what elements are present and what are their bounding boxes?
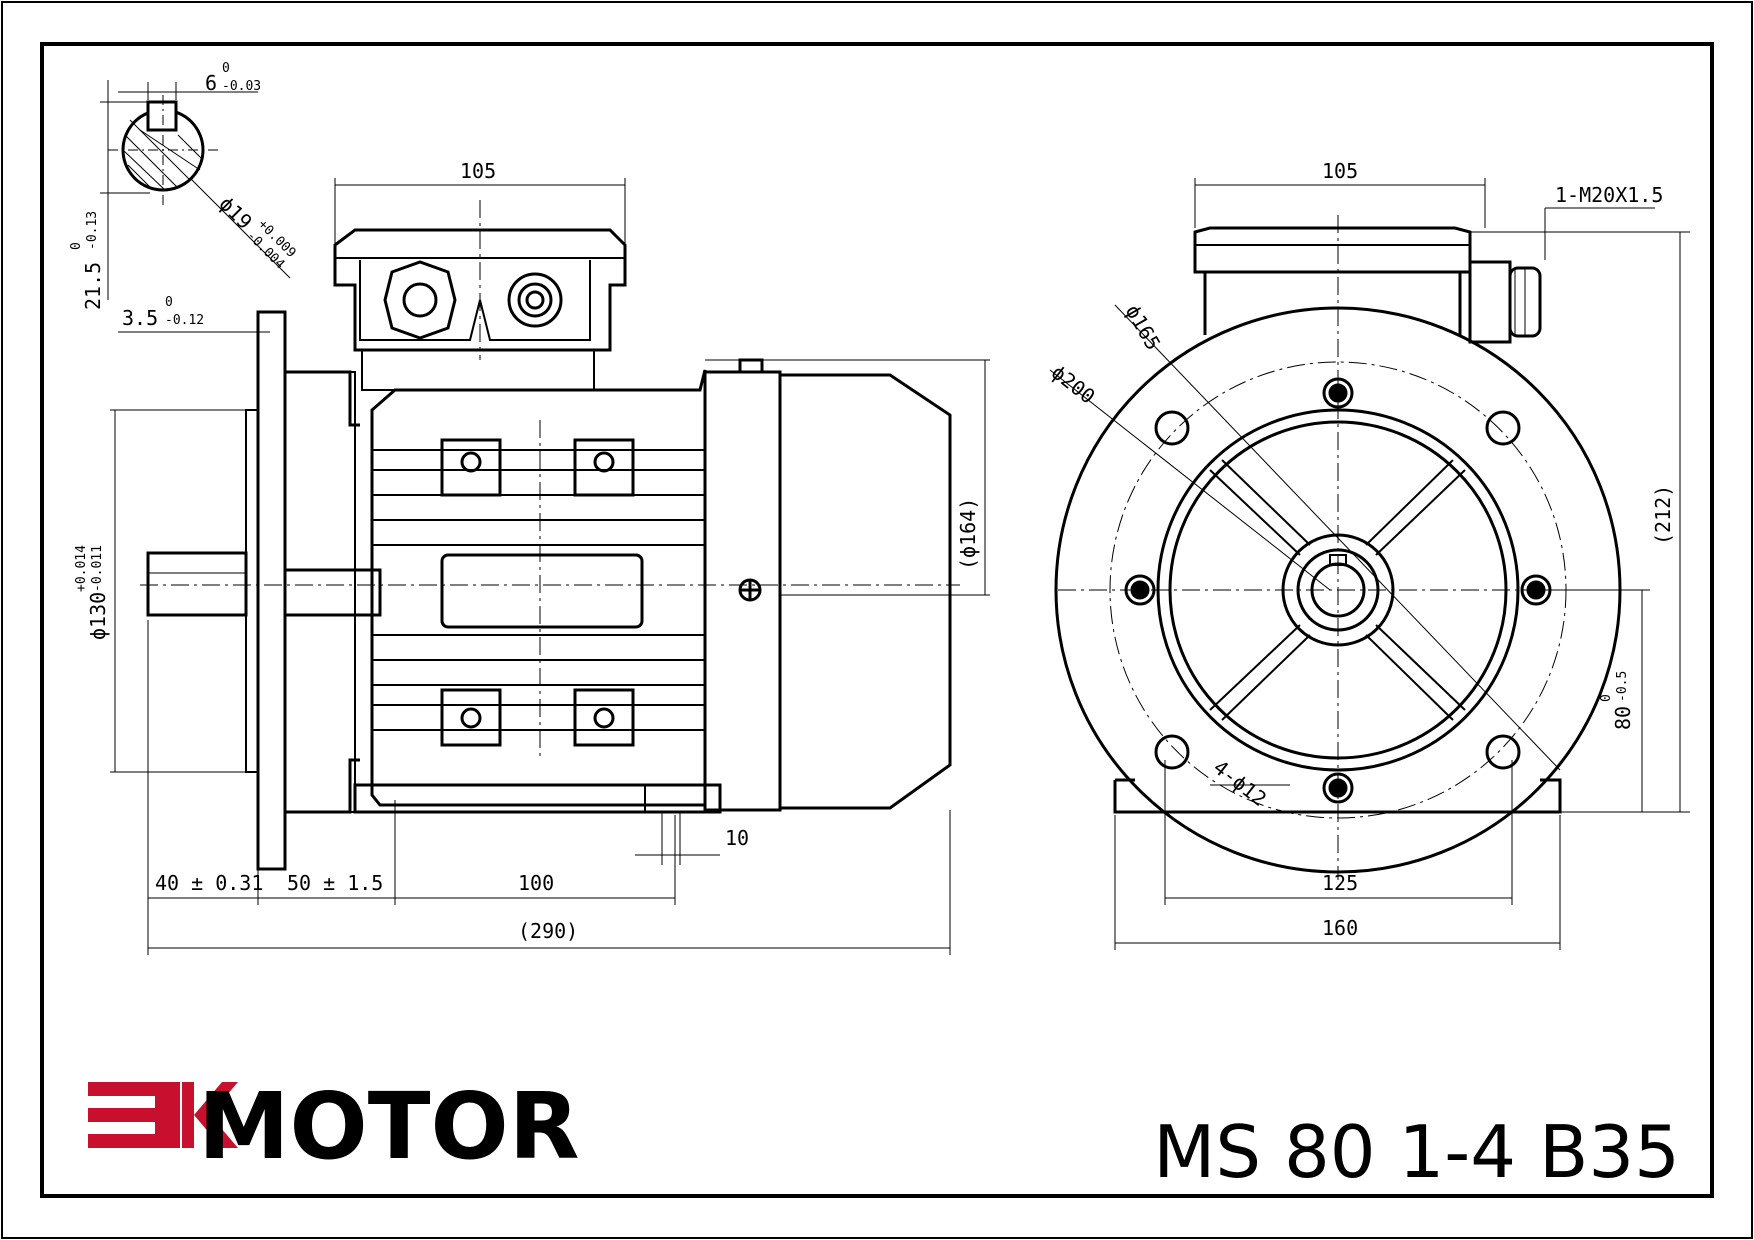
shaft-height-label: 80 [1611, 706, 1635, 730]
base-width-label: 160 [1322, 916, 1358, 940]
overall-length-label: (290) [518, 919, 578, 943]
body-dia-label: (ϕ164) [956, 498, 980, 570]
brand-logo: MOTOR [88, 1073, 580, 1180]
flange-to-foot-label: 50 ± 1.5 [287, 871, 383, 895]
foot-spacing-end-label: 125 [1322, 871, 1358, 895]
flange-thickness-upper: 0 [165, 295, 173, 310]
overall-height-label: (212) [1651, 485, 1675, 545]
shaft-dia-label: ϕ19 [214, 192, 257, 235]
top-width-end-label: 105 [1322, 159, 1358, 183]
foot-spacing-side-label: 100 [518, 871, 554, 895]
keyway-width-label: 6 [205, 71, 217, 95]
cable-gland-label: 1-M20X1.5 [1555, 183, 1663, 207]
shaft-height-upper: 0 [1599, 694, 1614, 702]
side-view [146, 228, 952, 871]
keyway-width-lower: -0.03 [222, 79, 261, 94]
foot-holes-label: 4-ϕ12 [1209, 755, 1271, 811]
ek-logo-mark [88, 1082, 238, 1148]
shaft-length-label: 40 ± 0.31 [155, 871, 263, 895]
foot-slot-label: 10 [725, 826, 749, 850]
key-height-lower: -0.13 [85, 211, 100, 250]
brand-name: MOTOR [198, 1073, 580, 1180]
spigot-dia-upper: +0.014 [74, 545, 89, 592]
inner-border [40, 42, 1714, 1198]
flange-200-label: ϕ200 [1047, 360, 1100, 409]
flange-thickness-lower: -0.12 [165, 313, 204, 328]
top-width-side-label: 105 [460, 159, 496, 183]
spigot-dia-lower: -0.011 [90, 545, 105, 592]
shaft-height-lower: -0.5 [1615, 671, 1630, 702]
end-view-dims [1114, 178, 1690, 950]
pcd-165-label: ϕ165 [1121, 301, 1166, 355]
flange-thickness-label: 3.5 [122, 306, 158, 330]
key-height-upper: 0 [69, 242, 84, 250]
model-number: MS 80 1-4 B35 [1153, 1110, 1680, 1194]
key-height-label: 21.5 [81, 262, 105, 310]
side-view-dims [110, 178, 990, 955]
shaft-section-view [100, 80, 291, 300]
side-view-centerlines [140, 200, 960, 760]
keyway-width-upper: 0 [222, 61, 230, 76]
spigot-dia-label: ϕ130 [86, 592, 110, 640]
